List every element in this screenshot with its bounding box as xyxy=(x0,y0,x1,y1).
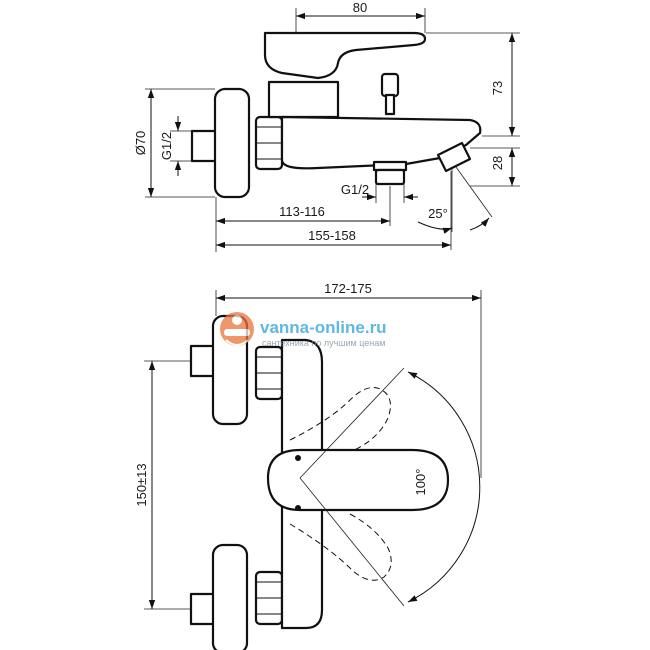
watermark-brand: vanna-online.ru xyxy=(260,318,387,337)
shower-outlet xyxy=(372,160,408,186)
dim-thread-bottom: G1/2 xyxy=(341,182,369,197)
lever-handle-front xyxy=(266,448,450,512)
wall-flange xyxy=(213,87,251,199)
handle-pivot-dot-bottom xyxy=(295,505,301,511)
watermark-logo-icon xyxy=(220,312,254,346)
inlet-connector xyxy=(190,129,219,163)
dim-155-158: 155-158 xyxy=(308,228,356,243)
dim-150-13: 150±13 xyxy=(134,463,149,506)
watermark-tagline: сантехника по лучшим ценам xyxy=(262,338,385,348)
front-view-dimensions: 172-175 150±13 100° xyxy=(134,281,482,610)
cartridge-column xyxy=(267,80,340,119)
side-view-dimensions: 80 73 28 Ø70 G1/2 G1/2 113-116 xyxy=(133,0,520,252)
lever-rotated-up-outline xyxy=(289,387,391,453)
upper-inlet-connector xyxy=(189,344,217,378)
upper-hex-nut xyxy=(254,345,284,401)
lower-hex-nut xyxy=(254,570,284,626)
watermark: vanna-online.ru сантехника по лучшим цен… xyxy=(220,312,387,348)
dim-172-175: 172-175 xyxy=(324,281,372,296)
side-view xyxy=(190,31,482,199)
lever-rotated-down-outline xyxy=(289,513,392,581)
lever-handle-side xyxy=(263,31,427,80)
lower-wall-flange xyxy=(211,543,249,650)
dim-angle-25: 25° xyxy=(428,206,448,221)
diverter-knob xyxy=(380,72,400,116)
dim-80: 80 xyxy=(353,0,367,15)
dim-113-116: 113-116 xyxy=(279,204,325,219)
dim-28: 28 xyxy=(490,156,505,170)
front-view xyxy=(189,314,450,650)
aerator xyxy=(436,141,472,173)
dim-diameter-70: Ø70 xyxy=(133,131,148,156)
lower-inlet-connector xyxy=(189,592,217,626)
dim-73: 73 xyxy=(490,81,505,95)
dim-angle-100: 100° xyxy=(413,469,428,496)
dim-thread-side: G1/2 xyxy=(159,132,174,160)
hex-nut-side xyxy=(254,115,284,171)
handle-pivot-dot-top xyxy=(295,455,301,461)
